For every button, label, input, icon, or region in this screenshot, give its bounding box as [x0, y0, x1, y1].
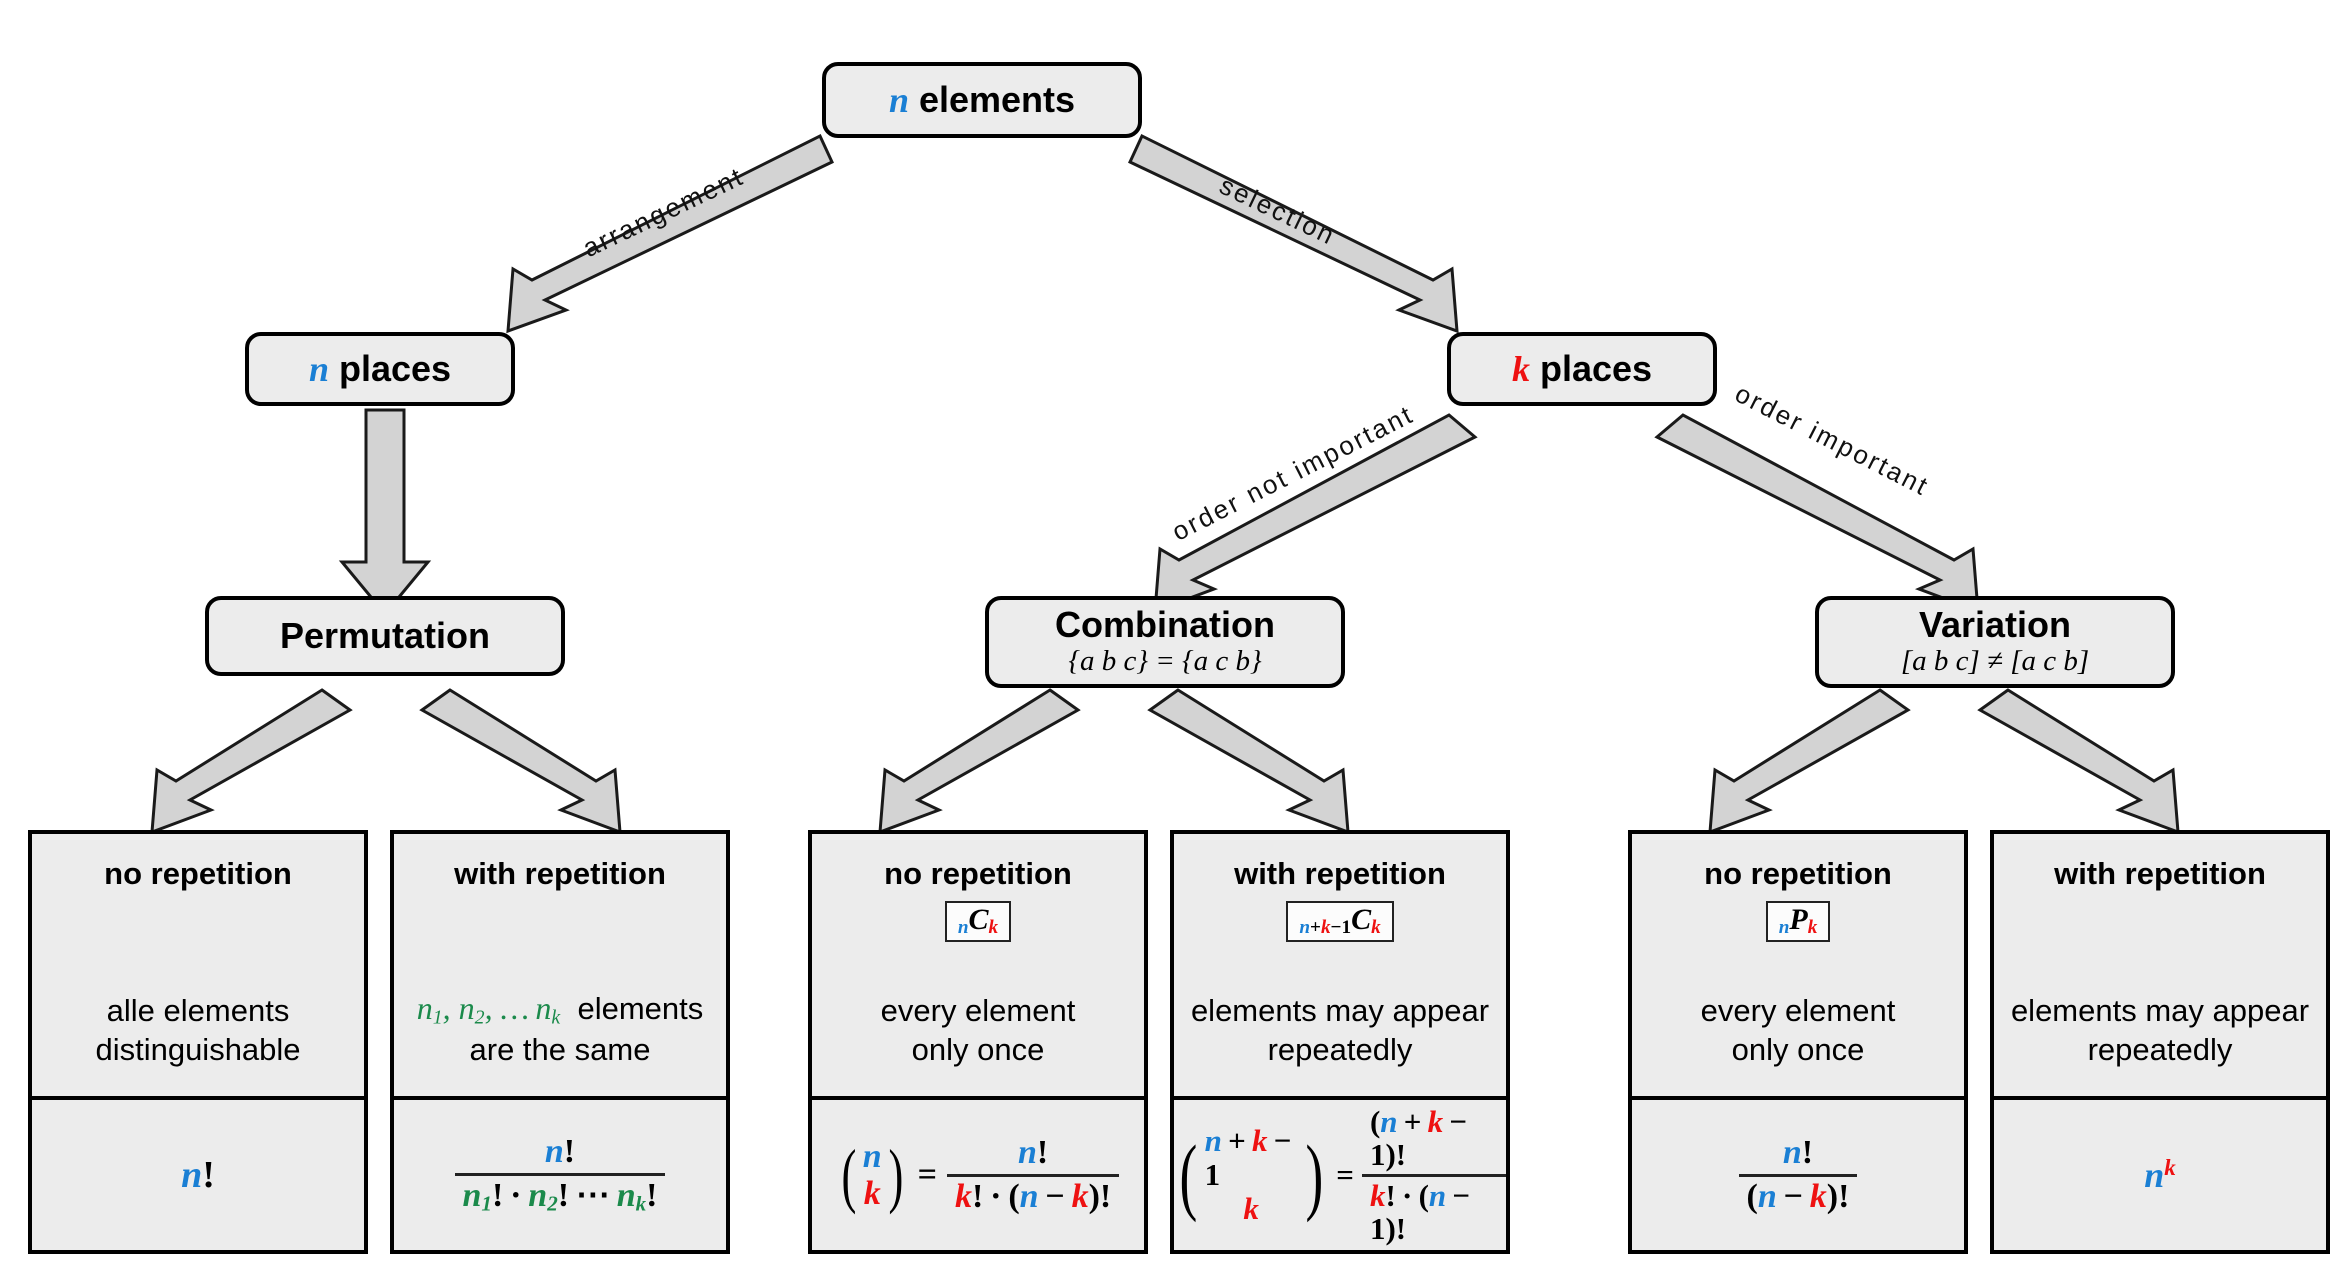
card-desc-line: elements may appear: [1190, 992, 1490, 1028]
edge-label-selection: selection: [1215, 170, 1341, 251]
card-description: every element only once: [1701, 991, 1896, 1070]
card-heading: with repetition: [2054, 856, 2266, 891]
card-description: elements may appear repeatedly: [1191, 991, 1489, 1070]
card-desc-line: repeatedly: [1267, 1032, 1413, 1068]
card-heading: no repetition: [104, 856, 292, 891]
node-n-elements[interactable]: n elements: [822, 62, 1142, 138]
arrow-combination-to-card3: [878, 688, 1081, 835]
formula-variation-no-rep: n! (n − k)!: [1738, 1134, 1858, 1215]
card-body: no repetition nCk every element only onc…: [812, 834, 1144, 1096]
card-desc-line: only once: [1731, 1032, 1865, 1068]
var-n: n: [308, 349, 329, 389]
card-desc-line: elements may appear: [2010, 992, 2310, 1028]
card-body: with repetition n1, n2, … nk elements ar…: [394, 834, 726, 1096]
card-body: with repetition n+k−1Ck elements may app…: [1174, 834, 1506, 1096]
edge-label-arrangement: arrangement: [578, 160, 749, 264]
card-heading: no repetition: [1704, 856, 1892, 891]
card-formula: n! (n − k)!: [1632, 1096, 1964, 1250]
var-n: n: [888, 80, 909, 120]
node-variation-title: Variation: [1918, 604, 2072, 646]
node-k-places-title: k places: [1512, 348, 1652, 390]
node-variation-subtitle: [a b c] ≠ [a c b]: [1900, 644, 2090, 677]
card-description: every element only once: [881, 991, 1076, 1070]
card-heading: with repetition: [1234, 856, 1446, 891]
arrow-root-to-n-places: [506, 133, 834, 334]
card-combination-no-repetition[interactable]: no repetition nCk every element only onc…: [808, 830, 1148, 1254]
node-n-elements-label: elements: [918, 79, 1076, 120]
formula-n-factorial: n!: [181, 1154, 215, 1196]
formula-binomial-n-plus-k-minus-1: ( n + k − 1 k ) = (n + k − 1)! k! · (n −…: [1174, 1104, 1506, 1246]
card-formula: nk: [1994, 1096, 2326, 1250]
card-formula: n!: [32, 1096, 364, 1250]
card-heading: with repetition: [454, 856, 666, 891]
node-permutation[interactable]: Permutation: [205, 596, 565, 676]
arrow-variation-to-card5: [1708, 688, 1911, 835]
card-symbol-nPk: nPk: [1765, 901, 1831, 943]
formula-n-power-k: nk: [2144, 1154, 2176, 1195]
arrow-n-places-to-permutation: [338, 408, 432, 617]
card-description: n1, n2, … nk elements are the same: [417, 988, 704, 1070]
card-symbol-n-plus-k-minus-1-C-k: n+k−1Ck: [1286, 901, 1394, 943]
arrow-combination-to-card4: [1147, 688, 1350, 835]
card-desc-line: only once: [911, 1032, 1045, 1068]
card-permutation-with-repetition[interactable]: with repetition n1, n2, … nk elements ar…: [390, 830, 730, 1254]
card-body: no repetition alle elements distinguisha…: [32, 834, 364, 1096]
arrow-variation-to-card6: [1977, 688, 2180, 835]
card-combination-with-repetition[interactable]: with repetition n+k−1Ck elements may app…: [1170, 830, 1510, 1254]
card-body: with repetition elements may appear repe…: [1994, 834, 2326, 1096]
node-n-elements-title: n elements: [889, 79, 1075, 121]
node-n-places[interactable]: n places: [245, 332, 515, 406]
arrow-permutation-to-card2: [419, 688, 622, 835]
card-desc-line: alle elements: [106, 992, 290, 1028]
card-formula: ( n + k − 1 k ) = (n + k − 1)! k! · (n −…: [1174, 1096, 1506, 1250]
var-k: k: [1511, 349, 1530, 389]
node-variation[interactable]: Variation [a b c] ≠ [a c b]: [1815, 596, 2175, 688]
edge-label-order-important: order important: [1730, 378, 1935, 502]
card-description: elements may appear repeatedly: [2011, 991, 2309, 1070]
card-desc-line: every element: [880, 992, 1076, 1028]
card-permutation-no-repetition[interactable]: no repetition alle elements distinguisha…: [28, 830, 368, 1254]
node-combination-subtitle: {a b c} = {a c b}: [1068, 644, 1262, 677]
edge-label-order-not-important: order not important: [1167, 398, 1419, 547]
card-body: no repetition nPk every element only onc…: [1632, 834, 1964, 1096]
card-desc-line: repeatedly: [2087, 1032, 2233, 1068]
card-description: alle elements distinguishable: [95, 991, 300, 1070]
node-k-places[interactable]: k places: [1447, 332, 1717, 406]
card-variation-no-repetition[interactable]: no repetition nPk every element only onc…: [1628, 830, 1968, 1254]
node-n-places-label: places: [338, 348, 452, 389]
card-desc-line: n1, n2, … nk elements: [416, 989, 704, 1028]
node-combination-title: Combination: [1055, 604, 1275, 646]
node-combination[interactable]: Combination {a b c} = {a c b}: [985, 596, 1345, 688]
card-desc-line: distinguishable: [95, 1032, 301, 1068]
card-desc-line: every element: [1700, 992, 1896, 1028]
card-formula: n! n1! · n2! ⋯ nk!: [394, 1096, 726, 1250]
card-symbol-nCk: nCk: [944, 901, 1012, 943]
node-n-places-title: n places: [309, 348, 451, 390]
node-permutation-title: Permutation: [279, 615, 491, 656]
card-desc-line: are the same: [469, 1032, 651, 1068]
node-k-places-label: places: [1539, 348, 1653, 389]
card-variation-with-repetition[interactable]: with repetition elements may appear repe…: [1990, 830, 2330, 1254]
arrow-permutation-to-card1: [150, 688, 353, 835]
card-heading: no repetition: [884, 856, 1072, 891]
formula-multiset-permutation: n! n1! · n2! ⋯ nk!: [454, 1134, 666, 1215]
